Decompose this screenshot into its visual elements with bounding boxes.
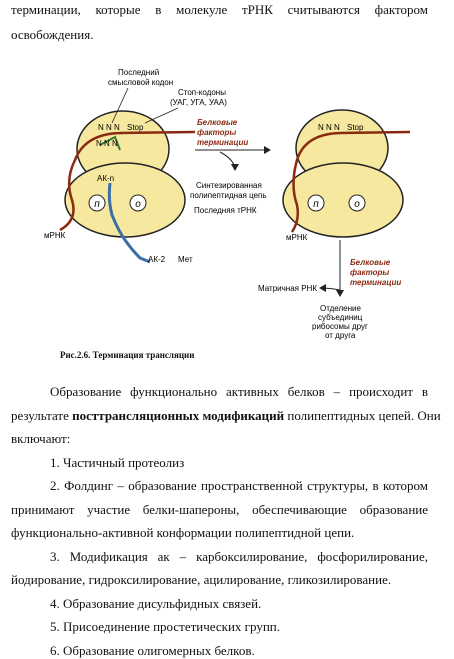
text-line: терминации, которые в молекуле тРНК счит… <box>11 2 428 17</box>
release-factors-b1: Белковые <box>350 258 391 267</box>
text-span: полипептидных цепей. Они <box>284 408 441 423</box>
separation-2: субъединиц <box>318 313 363 322</box>
release-factors-2: факторы <box>197 128 236 137</box>
label-mrna-left: мРНК <box>44 231 66 240</box>
release-factors-b3: терминации <box>350 278 401 287</box>
release-factors-3: терминации <box>197 138 248 147</box>
text-line: освобождения. <box>11 27 94 42</box>
codon-nnn-right: N N N <box>318 123 340 132</box>
list-item: 3. Модификация ак – карбоксилирование, ф… <box>50 549 428 564</box>
label-last-codon-1: Последний <box>118 68 159 77</box>
label-ak-n: АК-n <box>97 174 114 183</box>
list-item: 6. Образование олигомерных белков. <box>50 643 255 658</box>
mrna-strand <box>59 130 196 232</box>
trna-strand <box>99 135 121 151</box>
separation-4: от друга <box>325 331 356 340</box>
text-line: функционально-активной конформации полип… <box>11 525 355 540</box>
matrix-rna: Матричная РНК <box>258 284 317 293</box>
separation-1: Отделение <box>320 304 361 313</box>
site-o-right-label: о <box>354 199 360 210</box>
last-trna: Последняя тРНК <box>194 206 257 215</box>
site-o-label: о <box>135 199 141 210</box>
release-factors-b2: факторы <box>350 268 389 277</box>
polypeptide-chain <box>107 182 151 264</box>
site-p-right-label: п <box>313 199 319 210</box>
translation-termination-figure: п о N N N Stop N N N АК-n мРНК АК-2 Мет … <box>44 68 411 340</box>
mrna-strand-right <box>290 130 411 233</box>
codon-stop: Stop <box>127 123 144 132</box>
codon-nnn: N N N <box>98 123 120 132</box>
synth-chain-1: Синтезированная <box>196 181 262 190</box>
ribosome-small-subunit <box>64 162 186 238</box>
separation-3: рибосомы друг <box>312 322 368 331</box>
site-p <box>88 194 106 212</box>
site-p-right <box>307 194 325 212</box>
text-line: йодирование, гидроксилирование, ацилиров… <box>11 572 392 587</box>
ribosome-small-subunit-right <box>282 162 404 238</box>
bold-term: посттрансляционных модификаций <box>72 408 285 423</box>
site-o <box>129 194 147 212</box>
label-met: Мет <box>178 255 193 264</box>
synth-chain-2: полипептидная цепь <box>190 191 267 200</box>
text-line: принимают участие белки-шапероны, обеспе… <box>11 502 428 517</box>
site-p-label: п <box>94 199 100 210</box>
label-ak2: АК-2 <box>148 255 166 264</box>
label-last-codon-2: смысловой кодон <box>108 78 173 87</box>
text-line: Образование функционально активных белко… <box>50 384 428 399</box>
label-mrna-right: мРНК <box>286 233 308 242</box>
figure-caption: Рис.2.6. Терминация трансляции <box>60 350 195 360</box>
list-item: 4. Образование дисульфидных связей. <box>50 596 262 611</box>
release-factors-1: Белковые <box>197 118 238 127</box>
label-stop-codons-2: (УАГ, УГА, УАА) <box>170 98 227 107</box>
text-line: включают: <box>11 431 71 446</box>
list-item: 1. Частичный протеолиз <box>50 455 185 470</box>
codon-nnn-lower: N N N <box>96 139 118 148</box>
list-item: 2. Фолдинг – образование пространственно… <box>50 478 428 493</box>
list-item: 5. Присоединение простетических групп. <box>50 619 280 634</box>
label-stop-codons-1: Стоп-кодоны <box>178 88 226 97</box>
text-span: результате <box>11 408 73 423</box>
codon-stop-right: Stop <box>347 123 364 132</box>
site-o-right <box>348 194 366 212</box>
text-line: результате посттрансляционных модификаци… <box>11 408 441 424</box>
